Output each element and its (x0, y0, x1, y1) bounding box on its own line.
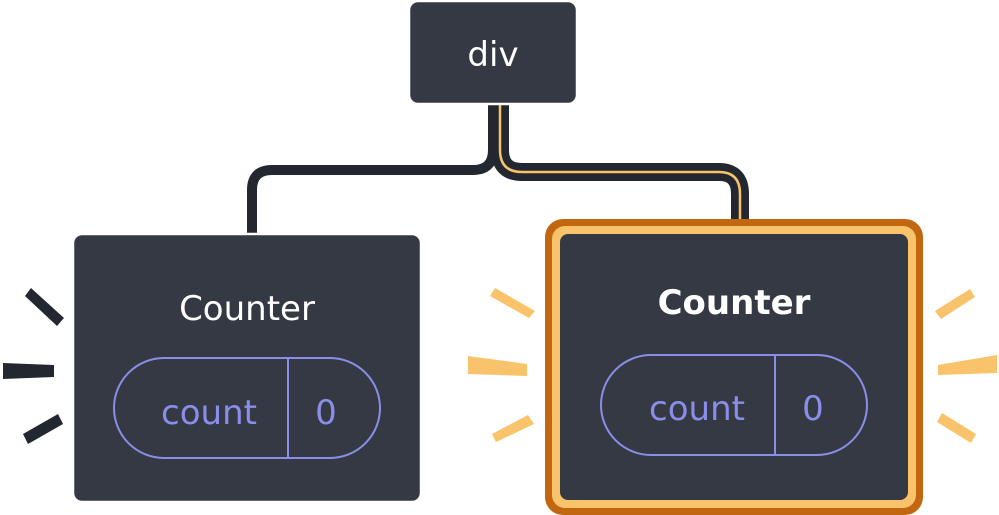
right-state-pill-outline (600, 354, 868, 456)
tree-edges (243, 104, 749, 234)
edge-to-left-counter-core (247, 104, 498, 234)
spark-mark (935, 289, 975, 319)
edge-to-right-counter (491, 104, 749, 228)
left-state-pill: count 0 (113, 357, 381, 459)
spark-mark (3, 363, 54, 379)
right-counter-box (560, 234, 908, 500)
left-counter-label: Counter (179, 289, 315, 329)
left-state-name: count (161, 393, 257, 433)
right-counter-sparks-right (935, 289, 997, 443)
spark-mark (492, 415, 534, 442)
left-counter-sparks (3, 288, 64, 444)
right-state-pill: count 0 (600, 354, 868, 456)
left-state-value: 0 (315, 393, 337, 433)
edge-to-right-counter-highlight (498, 104, 742, 228)
right-counter-sparks-left (468, 288, 535, 442)
spark-mark (937, 413, 976, 443)
spark-mark (23, 414, 63, 444)
root-node: div (407, 0, 579, 106)
spark-mark (25, 288, 64, 326)
right-counter-label: Counter (658, 283, 811, 323)
left-state-pill-outline (113, 357, 381, 459)
spark-mark (938, 355, 997, 375)
right-state-name: count (649, 389, 745, 429)
left-counter-node: Counter count 0 (71, 232, 423, 504)
root-node-box (407, 0, 579, 106)
left-counter-box (71, 232, 423, 504)
spark-mark (468, 356, 527, 376)
right-state-value: 0 (802, 389, 824, 429)
right-counter-node: Counter count 0 (545, 219, 923, 515)
spark-mark (490, 288, 535, 318)
root-node-label: div (467, 35, 518, 75)
